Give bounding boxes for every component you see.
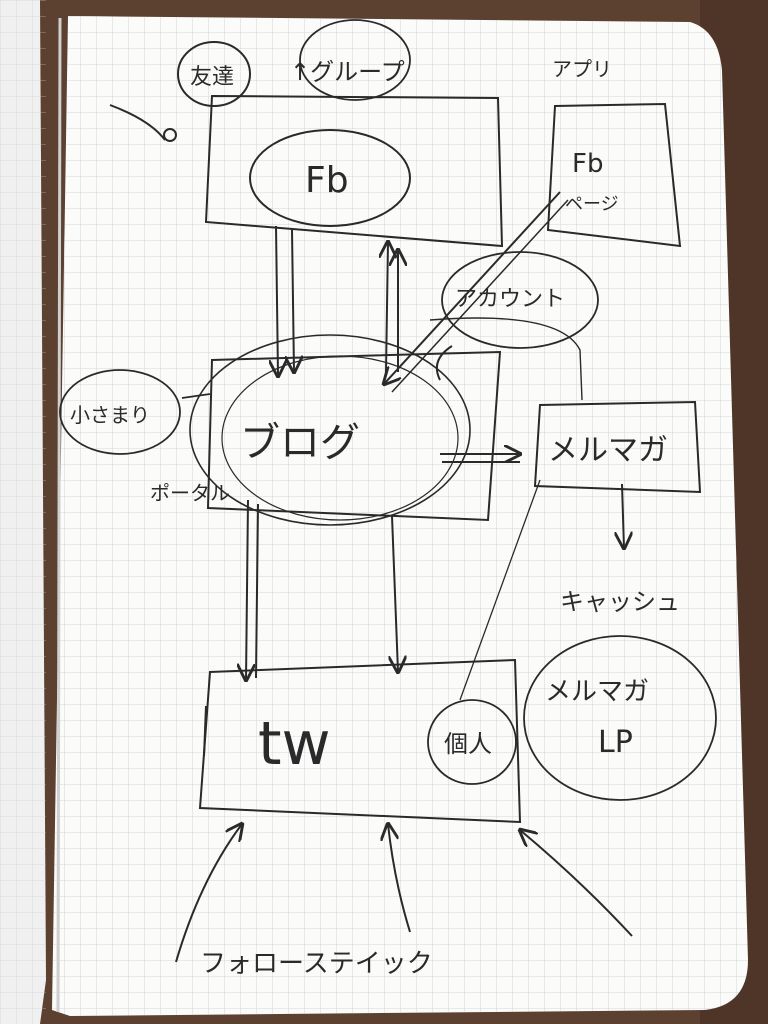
fb-page-sub: ページ [565,194,619,215]
individual-label: 個人 [444,730,492,758]
portal-note: ポータル [150,481,230,505]
mail-lp-line2: LP [598,725,633,760]
tw-box [198,658,522,824]
mail-box [533,400,702,494]
cache-label: キャッシュ [560,588,680,616]
follow-label: フォローステイック [200,949,433,979]
group-circle [299,19,411,101]
friends-label: 友達 [190,65,234,90]
tw-label: tw [258,709,331,779]
individual-circle [427,699,517,785]
connector-arrows [175,191,632,963]
mail-lp-circle [523,635,717,801]
fb-page-box [546,102,682,248]
mail-label: メルマガ [548,433,668,468]
left-pointer [109,104,166,141]
fb-box [204,94,504,248]
account-label: アカウント [455,287,565,312]
app-note: アプリ [552,57,612,81]
small-circle [59,369,181,455]
fb-page-label: Fb [572,149,603,179]
mail-lp-line1: メルマガ [545,677,649,707]
friends-circle [177,41,251,107]
small-label: 小さまり [70,403,150,427]
blog-box [189,334,502,526]
fb-center-label: Fb [305,160,349,201]
group-label: ↑グループ [290,58,405,86]
blog-label: ブログ [240,420,360,466]
